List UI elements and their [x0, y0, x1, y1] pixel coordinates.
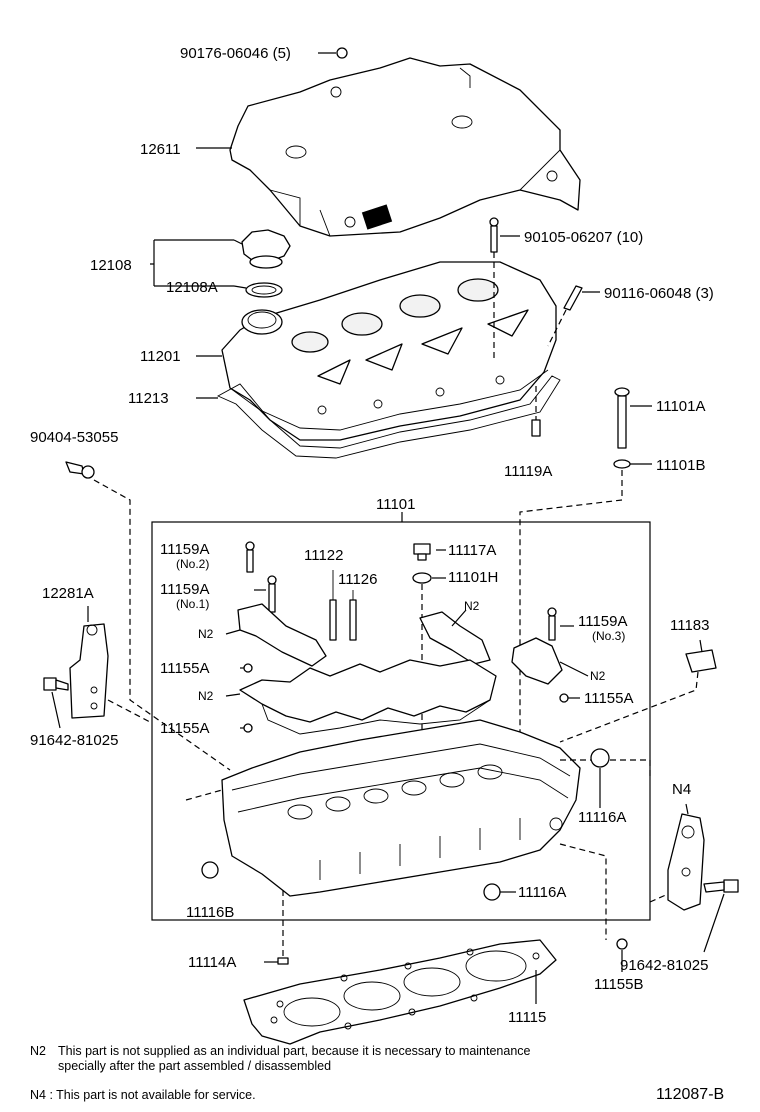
- label-91642-81025-left: 91642-81025: [30, 732, 119, 749]
- label-11101H: 11101H: [448, 569, 499, 586]
- label-11116A-a: 11116A: [578, 809, 627, 826]
- note-n2-marker: N2: [30, 1044, 46, 1058]
- washer-11101B-icon: [613, 459, 631, 469]
- note-n2-line1: This part is not supplied as an individu…: [58, 1044, 531, 1058]
- note-n2: N2 This part is not supplied as an indivi…: [30, 1044, 531, 1074]
- bolt-11159A-no2-icon: [245, 541, 255, 573]
- label-no3: (No.3): [592, 629, 626, 643]
- label-12108: 12108: [90, 257, 132, 274]
- label-90404-53055: 90404-53055: [30, 429, 119, 446]
- label-11213: 11213: [128, 390, 169, 407]
- figure-id: 112087-B: [656, 1086, 725, 1103]
- gasket-11101H-icon: [412, 572, 432, 584]
- label-12281A: 12281A: [42, 585, 94, 602]
- bracket-n4: [667, 813, 705, 911]
- label-11155A-a: 11155A: [160, 660, 210, 677]
- label-11159A-no1: 11159A: [160, 581, 210, 598]
- label-11101A: 11101A: [656, 398, 706, 415]
- pin-11155A-a-icon: [243, 663, 253, 673]
- bolt-11159A-no3-icon: [547, 607, 557, 641]
- label-11116A-b: 11116A: [518, 884, 567, 901]
- pin-11126-icon: [349, 599, 357, 641]
- pin-11119A-icon: [531, 419, 541, 437]
- label-n2-a: N2: [198, 627, 214, 641]
- label-90116-06048: 90116-06048 (3): [604, 285, 714, 302]
- head-gasket-11115: [243, 939, 557, 1045]
- bolt-90404-icon: [65, 461, 95, 479]
- label-11155B: 11155B: [594, 976, 644, 993]
- label-11126: 11126: [338, 571, 378, 588]
- bolt-90105-icon: [489, 217, 499, 253]
- note-n4: N4 : This part is not available for serv…: [30, 1088, 256, 1102]
- label-n4: N4: [672, 781, 692, 798]
- label-11101: 11101: [376, 496, 416, 513]
- bearing-cap-n2-b: [419, 611, 491, 665]
- camshaft-housing-n2: [239, 659, 497, 723]
- plug-11116A-a-icon: [590, 748, 610, 768]
- label-12611: 12611: [140, 141, 181, 158]
- label-n2-d: N2: [198, 689, 214, 703]
- label-11122: 11122: [304, 547, 344, 564]
- label-11159A-no3: 11159A: [578, 613, 628, 630]
- cylinder-head-cover-11201: [221, 261, 557, 441]
- label-11183: 11183: [670, 617, 710, 634]
- cylinder-head: [221, 719, 581, 897]
- screw-90176-icon: [336, 47, 348, 59]
- label-11155A-b: 11155A: [160, 720, 210, 737]
- plug-11116B-icon: [201, 861, 219, 879]
- label-11115: 11115: [508, 1009, 547, 1026]
- label-11116B: 11116B: [186, 904, 235, 921]
- label-11201: 11201: [140, 348, 181, 365]
- label-no2: (No.2): [176, 557, 210, 571]
- oil-filler-cap: [241, 229, 291, 298]
- pin-11155A-c-icon: [559, 693, 569, 703]
- label-11101B: 11101B: [656, 457, 706, 474]
- bolt-91642-right-icon: [703, 879, 739, 893]
- pin-11114A-icon: [277, 957, 289, 965]
- label-90176-06046: 90176-06046 (5): [180, 45, 291, 62]
- label-90105-06207: 90105-06207 (10): [524, 229, 644, 246]
- note-n2-line2: specially after the part assembled / dis…: [58, 1059, 332, 1073]
- label-n2-b: N2: [464, 599, 480, 613]
- bolt-11101A-icon: [614, 387, 630, 449]
- bracket-12281A: [69, 623, 109, 719]
- plug-11116A-b-icon: [483, 883, 501, 901]
- label-11155A-c: 11155A: [584, 690, 634, 707]
- bearing-cap-n2-c: [511, 637, 563, 685]
- engine-cover-12611: [229, 57, 581, 237]
- plug-11117A-icon: [413, 543, 431, 561]
- label-11119A: 11119A: [504, 463, 553, 480]
- pin-11122-icon: [329, 599, 337, 641]
- pin-11155A-b-icon: [243, 723, 253, 733]
- label-12108A: 12108A: [166, 279, 218, 296]
- label-n2-c: N2: [590, 669, 606, 683]
- label-11159A-no2: 11159A: [160, 541, 210, 558]
- cylinder-head-assembly-box: [151, 521, 651, 921]
- label-11117A: 11117A: [448, 542, 497, 559]
- pin-11155B-icon: [616, 938, 628, 950]
- label-11114A: 11114A: [188, 954, 237, 971]
- stud-90116-icon: [563, 285, 583, 311]
- bolt-91642-left-icon: [43, 677, 69, 691]
- head-cover-gasket-11213: [216, 375, 561, 459]
- clip-11183-icon: [685, 649, 717, 673]
- label-no1: (No.1): [176, 597, 210, 611]
- bearing-cap-n2-a: [237, 603, 327, 667]
- label-91642-81025-right: 91642-81025: [620, 957, 709, 974]
- bolt-11159A-no1-icon: [267, 575, 277, 613]
